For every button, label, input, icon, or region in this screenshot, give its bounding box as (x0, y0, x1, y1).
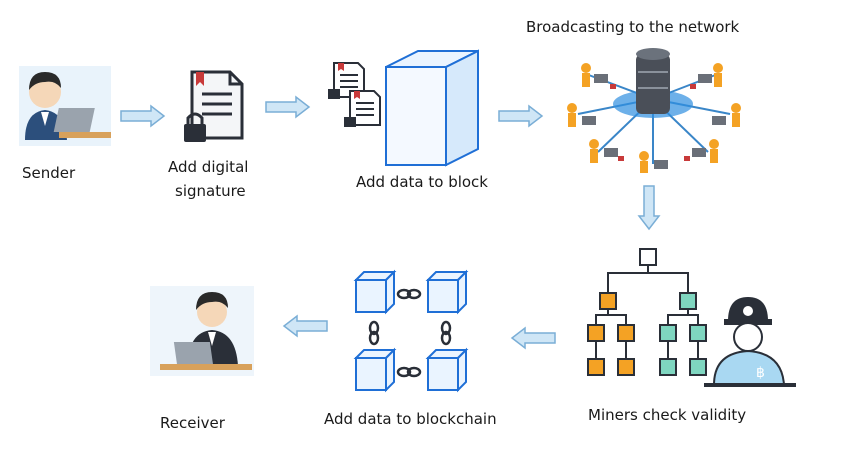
locked-document-icon (184, 70, 244, 142)
arrow-right-icon (498, 104, 544, 128)
tree-with-miner-icon: ฿ (587, 248, 796, 387)
arrow-left-icon (282, 314, 328, 338)
signature-node: Add digital signature (160, 68, 270, 213)
block-label: Add data to block (356, 173, 488, 191)
arrow-down-icon (637, 185, 661, 231)
broadcast-label: Broadcasting to the network (526, 18, 740, 36)
blockchain-label: Add data to blockchain (324, 410, 497, 428)
signature-label-line2: signature (175, 182, 246, 200)
arrow-right-icon (120, 104, 166, 128)
server-network-icon (567, 48, 741, 173)
chained-cubes-icon (353, 269, 469, 393)
cube-with-documents-icon (328, 49, 479, 167)
arrow-left-icon (510, 326, 556, 350)
sender-node: Sender (10, 60, 120, 210)
svg-text:฿: ฿ (756, 365, 765, 381)
sender-icon (19, 66, 111, 146)
arrow-right-icon (265, 95, 311, 119)
receiver-icon (150, 286, 254, 376)
sender-label: Sender (22, 164, 76, 182)
miners-label: Miners check validity (588, 406, 747, 424)
signature-label-line1: Add digital (168, 158, 249, 176)
receiver-label: Receiver (160, 414, 225, 432)
block-node: Add data to block (318, 45, 498, 200)
